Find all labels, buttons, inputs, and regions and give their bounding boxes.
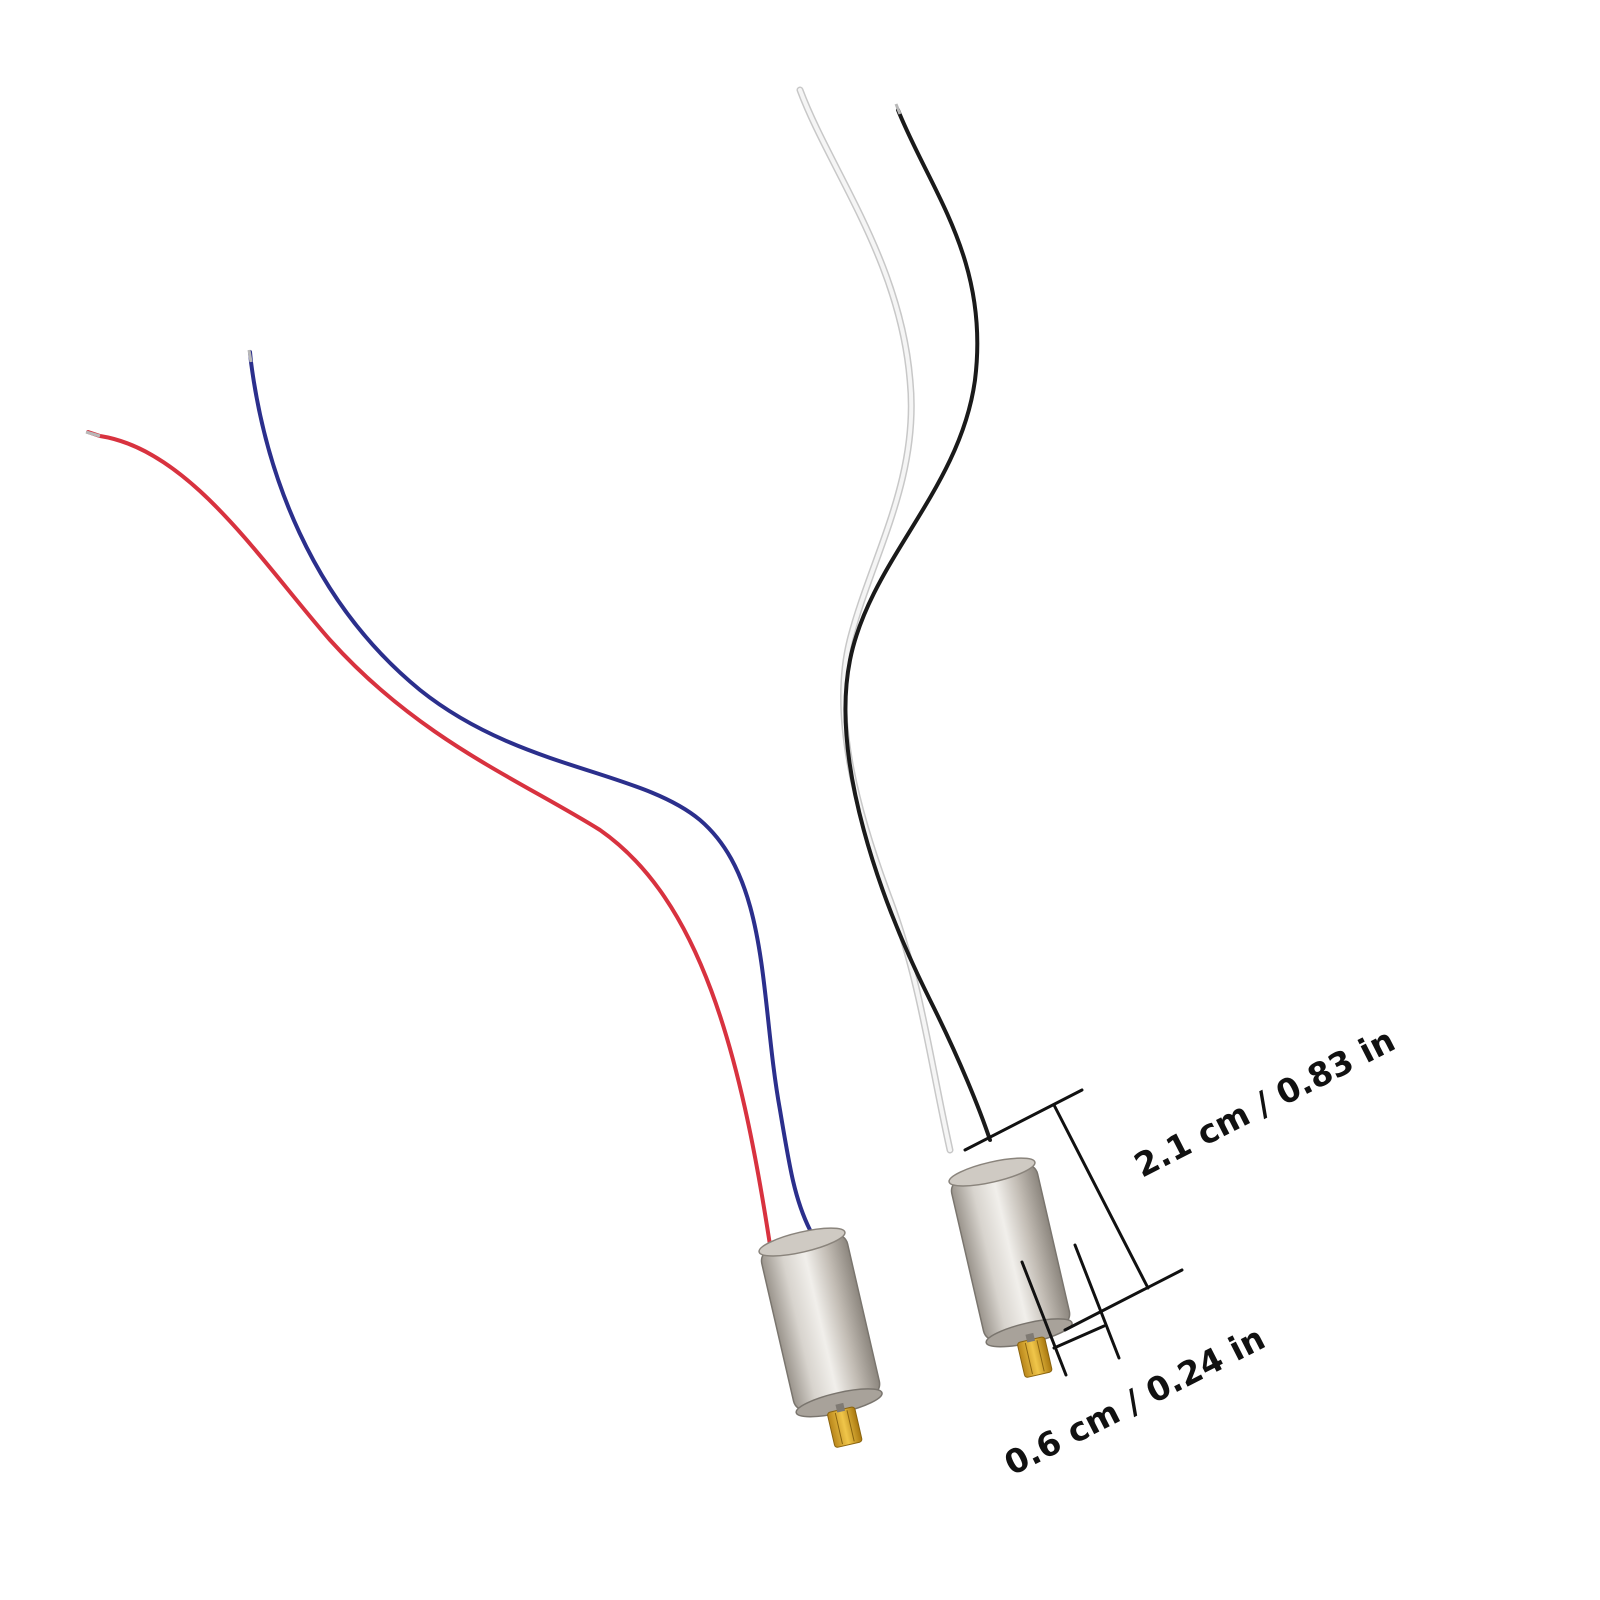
length-dimension	[963, 1088, 1184, 1332]
length-tick-bottom	[1063, 1268, 1184, 1332]
length-line	[1052, 1103, 1150, 1290]
red-wire-tip	[85, 430, 101, 438]
motor-left-body	[758, 1227, 883, 1448]
length-label: 2.1 cm / 0.83 in	[1128, 1020, 1401, 1185]
length-tick-top	[963, 1088, 1084, 1152]
blue-wire	[248, 350, 812, 1232]
diameter-line	[1052, 1324, 1106, 1350]
motor-left	[85, 349, 883, 1448]
black-wire-tip	[894, 103, 902, 115]
motor-right-body	[948, 1157, 1073, 1378]
red-wire	[86, 430, 772, 1247]
black-wire	[843, 108, 992, 1142]
blue-wire-tip	[247, 349, 253, 363]
motor-right	[796, 86, 1073, 1378]
diameter-tick-right	[1073, 1243, 1121, 1360]
diameter-dimension	[1020, 1243, 1121, 1377]
white-wire	[798, 88, 952, 1152]
motor-right-gear	[1017, 1336, 1053, 1378]
motor-left-gear	[827, 1406, 863, 1448]
diameter-tick-left	[1020, 1260, 1068, 1377]
